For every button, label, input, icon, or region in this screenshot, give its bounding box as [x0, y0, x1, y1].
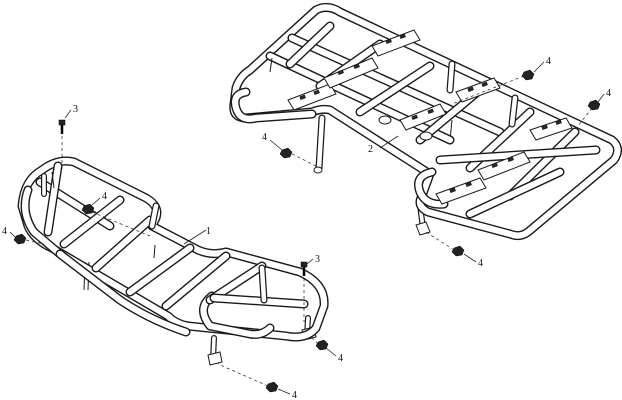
callout-4-rear-right: 4: [606, 88, 611, 99]
front-rack-cross-tubes: [35, 161, 309, 311]
front-rack: [17, 156, 329, 366]
callout-3-mid: 3: [315, 254, 320, 265]
callout-3-top: 3: [73, 104, 78, 115]
callout-4-front-left: 4: [2, 226, 7, 237]
nut-front-left: [13, 233, 45, 245]
nut-rear-top: [451, 69, 535, 105]
callouts: 1 2 3 3 4 4 4 4 4 4 4 4: [2, 56, 611, 400]
nut-rear-right: [577, 99, 601, 127]
nut-rear-bottom: [425, 231, 465, 257]
callout-4-rear-left: 4: [262, 132, 267, 143]
callout-4-rear-bottom: 4: [478, 258, 483, 269]
callout-4-front-mid: 4: [338, 353, 343, 364]
nut-rear-left: [279, 147, 317, 167]
fasteners: [13, 69, 601, 393]
callout-1: 1: [206, 226, 211, 237]
bolt-part3-mid: [300, 261, 308, 322]
callout-2: 2: [368, 144, 373, 155]
nut-front-mid: [309, 335, 329, 351]
front-rack-outer-tube: [17, 156, 329, 342]
callout-4-front-bottom: 4: [292, 390, 297, 400]
rear-rack: [229, 2, 622, 241]
nut-front-inner: [81, 203, 151, 237]
bolt-part3-top: [58, 119, 66, 170]
callout-4-front-inner: 4: [102, 191, 107, 202]
callout-4-rear-top: 4: [546, 56, 551, 67]
nut-front-bottom: [217, 363, 279, 393]
rear-rack-plates: [287, 29, 573, 205]
